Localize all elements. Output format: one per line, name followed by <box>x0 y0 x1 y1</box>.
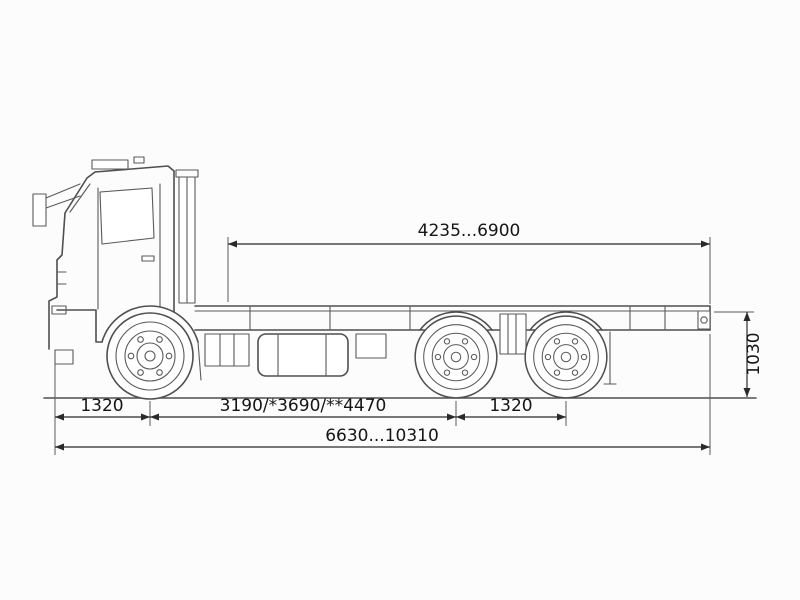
front-overhang-label: 1320 <box>80 396 123 416</box>
dimension-bottom-chain: 1320 3190/*3690/**4470 1320 <box>54 334 711 455</box>
mirror-arm-lower <box>45 195 81 209</box>
roof-deflector <box>91 159 129 170</box>
rear-wheel-2 <box>524 315 608 399</box>
battery-box <box>355 333 387 359</box>
dimension-top-length: 4235...6900 <box>227 221 711 304</box>
toolbox <box>204 333 250 367</box>
rear-wheel-1 <box>414 315 498 399</box>
overall-length-label: 6630...10310 <box>325 426 439 446</box>
tow-hitch <box>697 310 711 330</box>
inter-axle-step <box>499 313 527 355</box>
dimension-overall-length: 6630...10310 <box>55 426 710 451</box>
front-fender <box>101 305 199 343</box>
intake-cap <box>175 169 199 178</box>
mirror-arm-upper <box>45 183 81 199</box>
side-window <box>99 187 155 245</box>
fuel-tank <box>257 333 349 377</box>
front-wheel <box>106 312 194 400</box>
dimension-frame-height: 1030 <box>714 311 764 397</box>
headlight <box>51 305 67 315</box>
front-step <box>54 349 74 365</box>
windshield-edge <box>69 183 91 213</box>
underframe-equipment <box>204 310 711 385</box>
rear-bogie-label: 1320 <box>489 396 532 416</box>
wheelbase-label: 3190/*3690/**4470 <box>220 396 387 416</box>
cab <box>32 156 202 381</box>
mirror-glass <box>32 193 47 227</box>
door-handle <box>141 255 155 262</box>
fender-arches <box>419 311 603 331</box>
roof-marker-lamp <box>133 156 145 164</box>
cab-silhouette <box>48 165 175 350</box>
frame-height-label: 1030 <box>744 332 764 375</box>
top-length-label: 4235...6900 <box>418 221 521 241</box>
